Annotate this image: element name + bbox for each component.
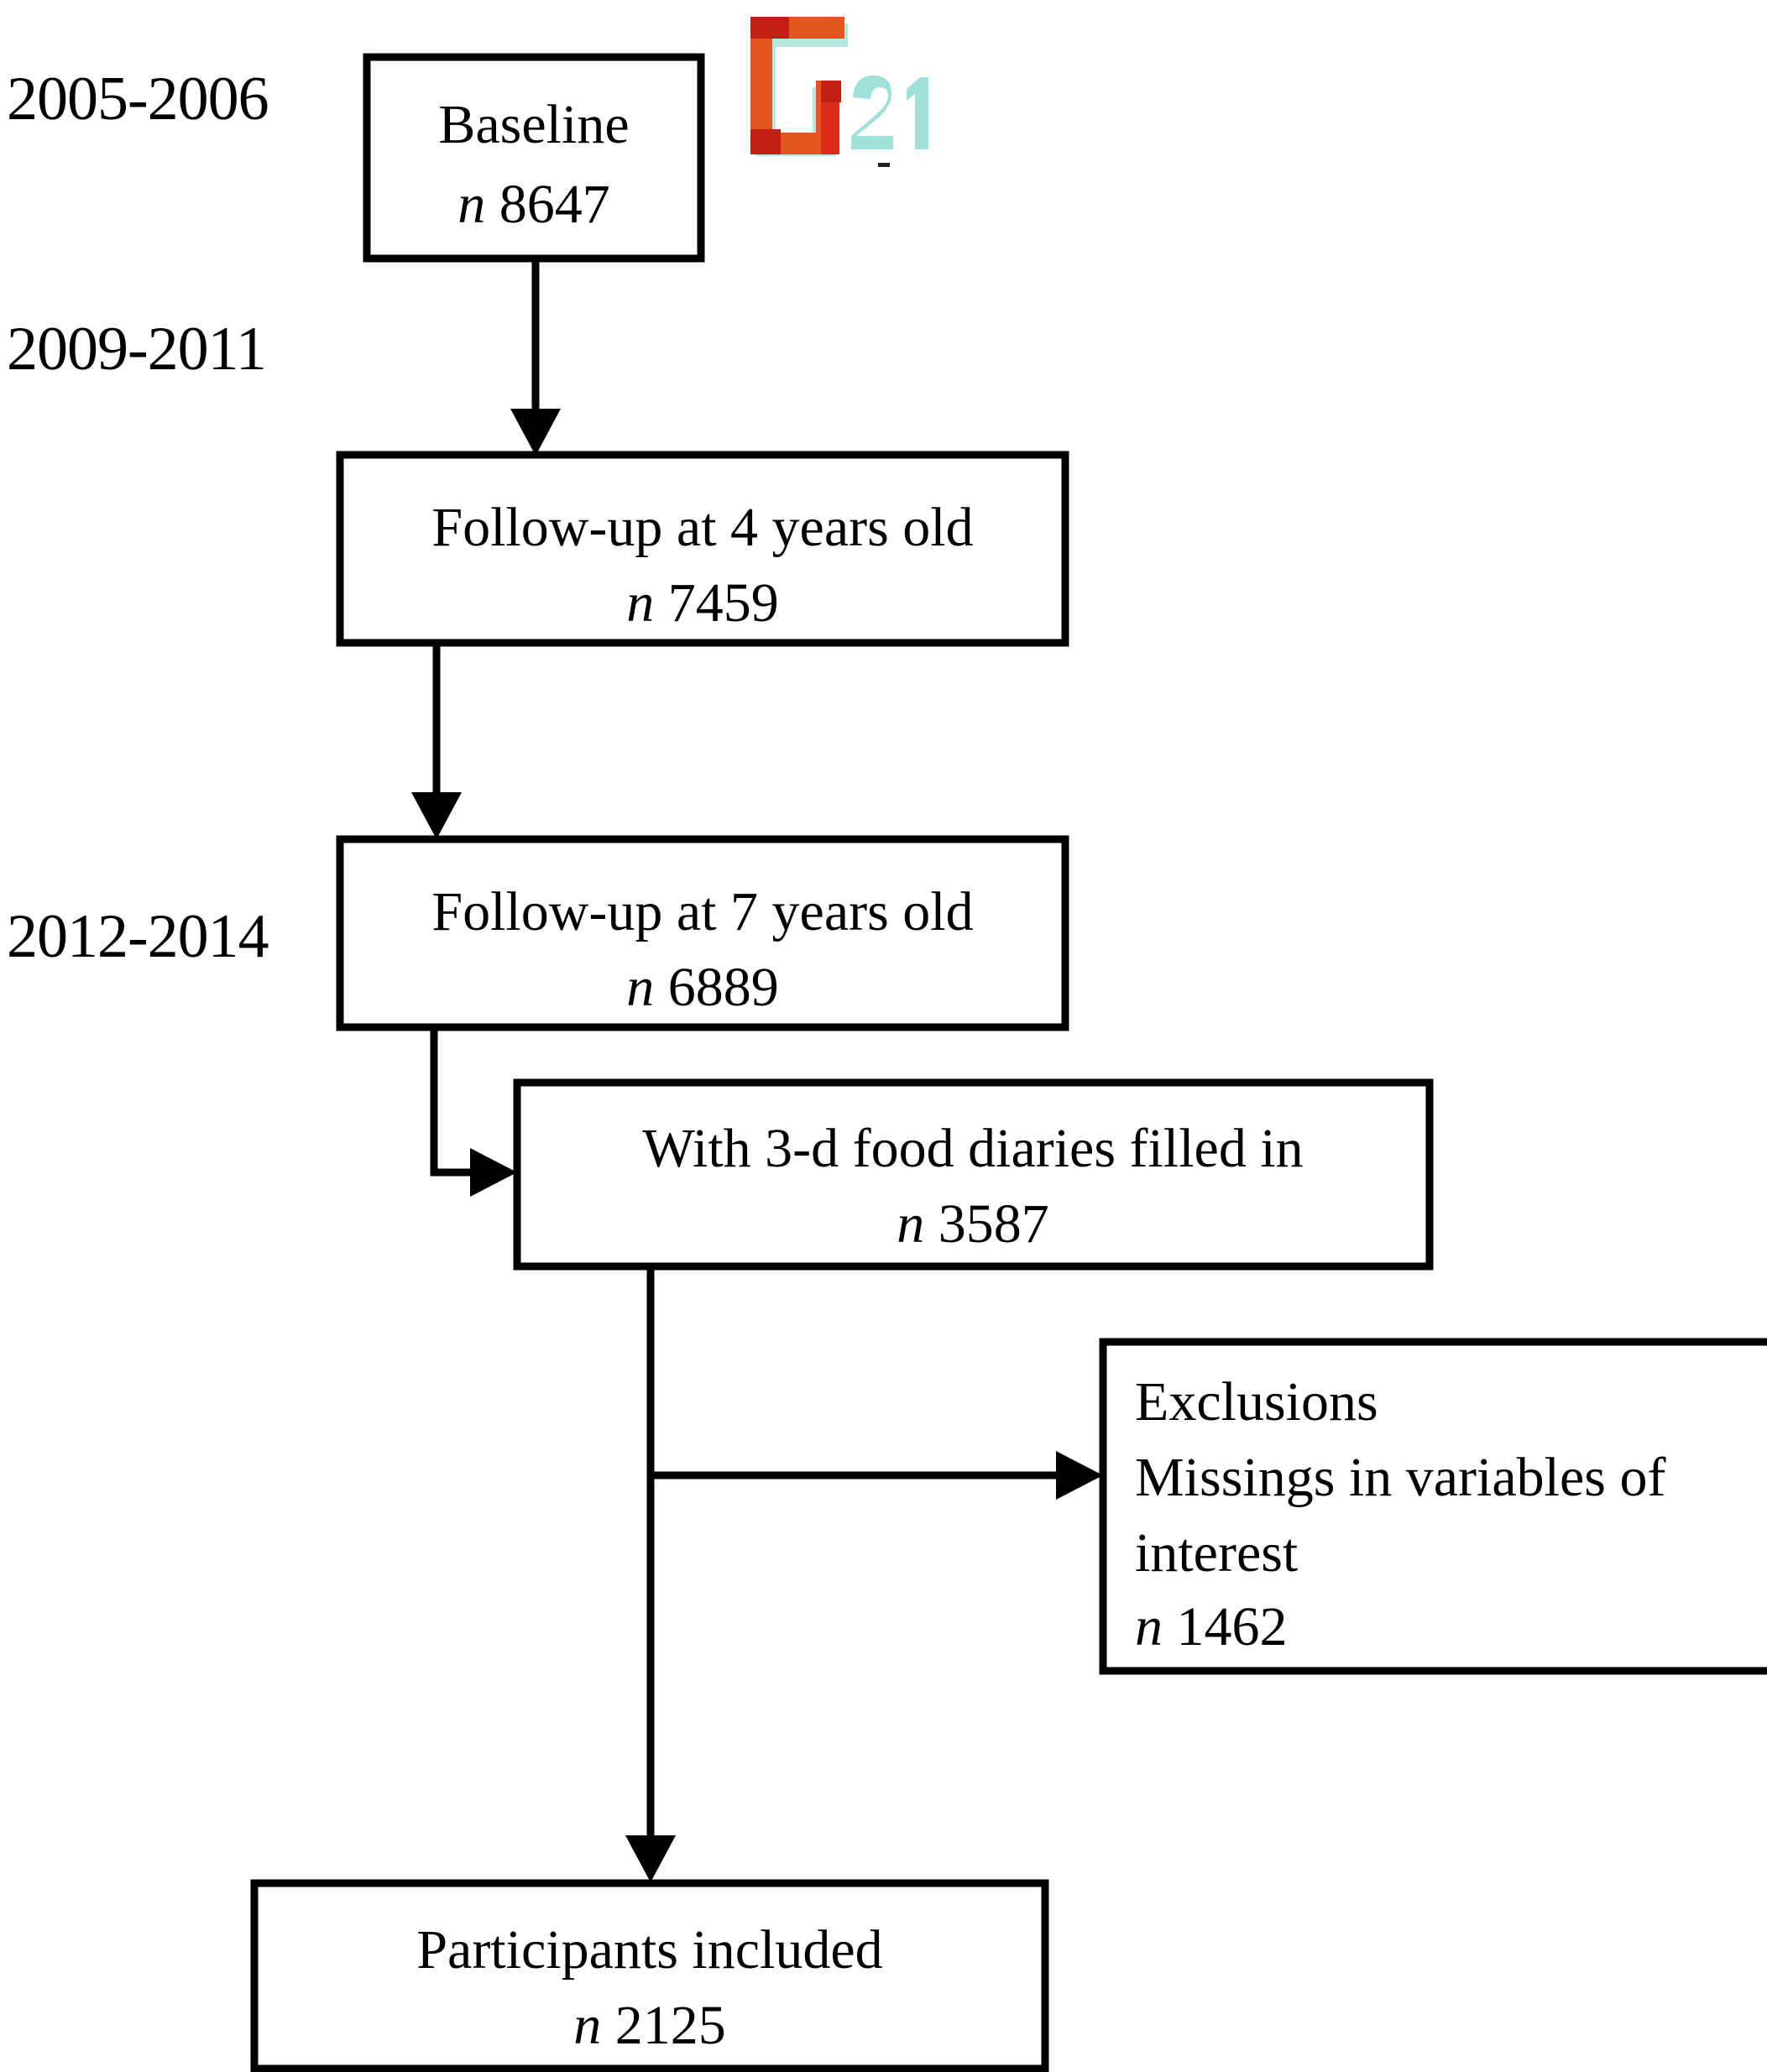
arrow-head-icon <box>510 409 561 456</box>
arrow-head-icon <box>625 1835 676 1882</box>
node-participants-included-box <box>250 1879 1049 2072</box>
year-label-2012-2014: 2012-2014 <box>7 902 269 971</box>
node-followup-4y-box <box>336 451 1069 647</box>
node-food-diaries-box <box>513 1078 1434 1271</box>
arrow-head-icon <box>411 792 462 839</box>
node-exclusions-line1: Exclusions <box>1135 1371 1378 1433</box>
connector-followup4-to-followup7 <box>411 643 462 839</box>
arrow-head-icon <box>470 1148 517 1197</box>
connector-fooddiaries-to-participants <box>625 1266 676 1882</box>
n-value: 1462 <box>1177 1596 1288 1657</box>
node-participants-included[interactable]: Participants included n 2125 <box>250 1879 1049 2072</box>
node-participants-included-count: n 2125 <box>573 1995 726 2056</box>
n-symbol: n <box>1135 1596 1163 1657</box>
n-value: 2125 <box>615 1995 726 2056</box>
node-followup-4y-count: n 7459 <box>626 572 779 634</box>
connector-followup7-to-fooddiaries <box>430 1027 517 1197</box>
node-baseline-line1: Baseline <box>438 94 629 155</box>
connector-baseline-to-followup4 <box>510 258 561 456</box>
n-value: 8647 <box>499 174 610 235</box>
node-baseline[interactable]: Baseline n 8647 <box>363 53 705 263</box>
node-baseline-count: n 8647 <box>457 174 610 235</box>
node-participants-included-line1: Participants included <box>416 1919 882 1981</box>
node-followup-7y-count: n 6889 <box>626 957 779 1018</box>
n-symbol: n <box>897 1193 924 1255</box>
n-value: 3587 <box>938 1193 1049 1255</box>
node-followup-7y-box <box>336 835 1069 1031</box>
node-followup-7y[interactable]: Follow-up at 7 years old n 6889 <box>336 835 1069 1031</box>
node-food-diaries-line1: With 3-d food diaries filled in <box>642 1118 1303 1179</box>
n-symbol: n <box>626 572 654 634</box>
node-food-diaries-count: n 3587 <box>897 1193 1049 1255</box>
node-exclusions[interactable]: Exclusions Missings in variables of inte… <box>1099 1338 1767 1675</box>
year-label-2009-2011: 2009-2011 <box>7 315 266 384</box>
node-food-diaries[interactable]: With 3-d food diaries filled in n 3587 <box>513 1078 1434 1271</box>
n-value: 7459 <box>668 572 779 634</box>
node-followup-4y[interactable]: Follow-up at 4 years old n 7459 <box>336 451 1069 647</box>
node-followup-7y-line1: Follow-up at 7 years old <box>431 881 973 942</box>
node-exclusions-line2: Missings in variables of <box>1135 1447 1665 1508</box>
n-symbol: n <box>573 1995 601 2056</box>
arrow-head-icon <box>1056 1451 1103 1500</box>
node-followup-4y-line1: Follow-up at 4 years old <box>431 497 973 558</box>
node-exclusions-line3: interest <box>1135 1522 1298 1584</box>
node-baseline-box <box>363 53 705 263</box>
connector-fooddiaries-to-exclusions <box>646 1266 1103 1500</box>
n-symbol: n <box>457 174 485 235</box>
n-symbol: n <box>626 957 654 1018</box>
year-label-2005-2006: 2005-2006 <box>7 65 269 133</box>
node-exclusions-box <box>1099 1338 1767 1675</box>
n-value: 6889 <box>668 957 779 1018</box>
node-exclusions-count: n 1462 <box>1135 1596 1288 1657</box>
